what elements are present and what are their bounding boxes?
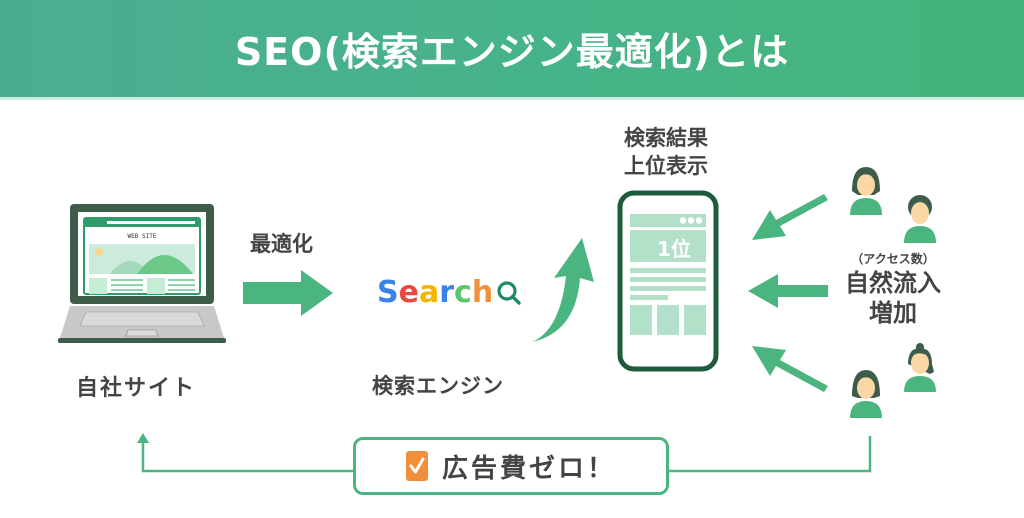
own-site-label: 自社サイト <box>76 376 197 401</box>
logo-letter-r: r <box>439 275 455 310</box>
svg-text:WEB SITE: WEB SITE <box>128 233 157 240</box>
right-arrow-icon <box>243 270 333 316</box>
person-icon <box>850 167 882 215</box>
ad-cost-zero-label: 広告費ゼロ！ <box>441 453 616 484</box>
title-banner: SEO(検索エンジン最適化)とは <box>0 0 1024 100</box>
person-icon <box>850 370 882 418</box>
search-engine-label: 検索エンジン <box>372 374 504 398</box>
rank-badge: 1位 <box>657 237 691 261</box>
logo-letter-a: a <box>418 275 440 310</box>
inflow-arrow-middle-icon <box>748 274 828 308</box>
logo-letter-h: h <box>471 275 494 310</box>
access-count-note: （アクセス数） <box>851 252 935 266</box>
traffic-label-line1: 自然流入 <box>845 269 941 297</box>
inflow-arrow-bottom-icon <box>752 346 828 392</box>
curved-up-arrow-icon <box>532 238 594 342</box>
result-label-line1: 検索結果 <box>624 126 708 150</box>
organic-traffic-label: 自然流入 増加 <box>836 268 950 328</box>
optimize-label: 最適化 <box>250 232 313 256</box>
traffic-label-line2: 増加 <box>869 299 917 327</box>
laptop-icon: WEB SITE <box>58 204 226 343</box>
magnifier-icon <box>497 280 521 305</box>
inflow-arrow-top-icon <box>752 194 828 240</box>
logo-letter-e: e <box>398 275 419 310</box>
person-icon <box>904 343 936 392</box>
logo-letter-c: c <box>454 275 472 310</box>
checkmark-icon <box>409 457 425 474</box>
logo-letter-s: S <box>377 275 399 310</box>
checkbox-icon <box>405 451 428 481</box>
person-icon <box>904 195 936 243</box>
ad-cost-zero-badge: 広告費ゼロ！ <box>353 437 669 495</box>
page-title: SEO(検索エンジン最適化)とは <box>234 30 790 74</box>
result-label-line2: 上位表示 <box>624 154 708 178</box>
smartphone-icon <box>617 190 719 372</box>
search-result-label: 検索結果 上位表示 <box>612 124 720 180</box>
search-logo: S e a r c h <box>377 275 522 310</box>
